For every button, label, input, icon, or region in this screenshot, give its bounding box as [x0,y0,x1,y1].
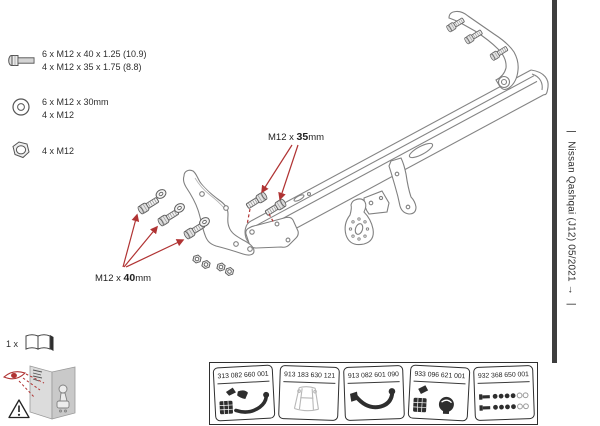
packet-icon-bracket-outline [293,386,319,412]
hardware-line: 6 x M12 x 40 x 1.25 (10.9) [42,49,147,59]
parts-strip: 313 082 660 001 913 183 630 121 [209,362,538,425]
hardware-line: 6 x M12 x 30mm [42,97,109,107]
parts-packet: 932 368 650 001 [473,364,535,422]
part-number: 932 368 650 001 [477,368,530,384]
red-annotations [122,144,299,268]
packet-icon-fitting-parts [413,385,454,415]
callout-m12x35: M12 x 35mm [268,131,324,143]
side-bracket-plate [182,169,255,256]
parts-packet: 913 082 601 090 [343,364,405,422]
ballmount-flange [344,157,417,246]
packet-icon-fastener-set [479,392,529,411]
manual-quantity: 1 x [6,339,19,349]
part-number: 933 096 621 001 [413,367,467,385]
eye-icon [2,371,45,399]
hardware-line: 4 x M12 [42,146,75,156]
warning-triangle-icon [8,399,30,419]
nut-icon [12,141,30,159]
towball-drawing [56,384,70,413]
parts-packet: 313 082 660 001 [212,364,276,422]
part-number: 913 082 601 090 [347,368,400,384]
packet-icon-towbar-kit [219,387,270,415]
bar-end-plate [245,216,299,249]
model-name: Nissan Qashqai (J12) 05/2021 → [565,141,577,295]
callout-m12x40: M12 x 40mm [95,272,151,284]
parts-packet: 913 183 630 121 [278,364,340,422]
tick-mark: | [565,130,577,134]
vertical-rule [552,0,557,363]
bolt-icon [463,28,484,45]
washer-icon [12,98,30,116]
part-number: 313 082 660 001 [216,367,270,385]
m12-nuts [191,253,236,277]
hardware-line: 4 x M12 [42,110,75,120]
hardware-line: 4 x M12 x 35 x 1.75 (8.8) [42,62,142,72]
card-left-panel [29,365,53,420]
parts-packet: 933 096 621 001 [407,364,471,422]
manual-book-icon [25,334,54,351]
packet-icon-towbar-ball [350,388,396,410]
bolt-icon [8,55,35,66]
model-label: | Nissan Qashqai (J12) 05/2021 → | [566,122,577,313]
warning-card [2,365,76,420]
part-number: 913 183 630 121 [283,368,336,384]
tick-mark: | [565,302,577,306]
